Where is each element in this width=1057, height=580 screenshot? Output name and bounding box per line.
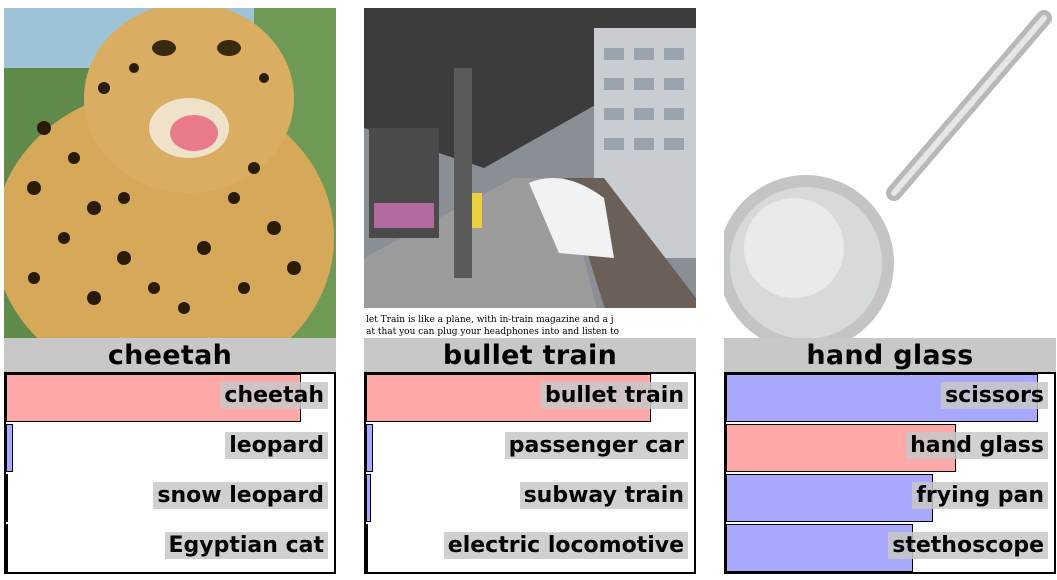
cheetah-photo [4,8,336,338]
prediction-label: subway train [519,482,688,509]
prediction-label: Egyptian cat [164,532,328,559]
prediction-label: passenger car [504,432,688,459]
photo-caption-line: at that you can plug your headphones int… [366,327,620,337]
bullet-train-photo: let Train is like a plane, with in-train… [364,8,696,338]
prediction-bars: cheetah leopard snow leopard Egyptian ca… [4,372,336,574]
prediction-label: cheetah [220,382,328,409]
prediction-bar [366,474,371,522]
prediction-row: electric locomotive [366,524,694,574]
prediction-row: snow leopard [6,474,334,524]
prediction-bars: bullet train passenger car subway train … [364,372,696,574]
prediction-label: frying pan [912,482,1048,509]
prediction-label: leopard [225,432,328,459]
prediction-row: subway train [366,474,694,524]
prediction-label: stethoscope [888,532,1048,559]
prediction-row: leopard [6,424,334,474]
true-label-title: hand glass [724,338,1056,372]
prediction-panel-bullet-train: let Train is like a plane, with in-train… [364,8,696,574]
prediction-bar [6,524,8,572]
prediction-row: cheetah [6,374,334,424]
prediction-bar [726,474,933,522]
prediction-row: frying pan [726,474,1054,524]
prediction-row: bullet train [366,374,694,424]
prediction-label: electric locomotive [443,532,688,559]
prediction-label: scissors [941,382,1048,409]
prediction-bar [6,474,8,522]
cheetah-photo-icon [4,8,336,338]
prediction-row: scissors [726,374,1054,424]
prediction-row: hand glass [726,424,1054,474]
prediction-bar [366,424,373,472]
prediction-label: hand glass [906,432,1048,459]
prediction-label: snow leopard [153,482,328,509]
prediction-bar [366,524,368,572]
prediction-label: bullet train [540,382,688,409]
magnifying-glass-photo-icon [724,8,1056,338]
magnifying-glass-photo [724,8,1056,338]
prediction-bars: scissors hand glass frying pan stethosco… [724,372,1056,574]
true-label-title: bullet train [364,338,696,372]
prediction-panel-cheetah: cheetah cheetah leopard snow leopard Egy… [4,8,336,574]
prediction-bar [726,524,913,572]
prediction-row: stethoscope [726,524,1054,574]
prediction-row: Egyptian cat [6,524,334,574]
prediction-panel-hand-glass: hand glass scissors hand glass frying pa… [724,8,1056,574]
prediction-row: passenger car [366,424,694,474]
photo-caption: let Train is like a plane, with in-train… [364,314,696,338]
true-label-title: cheetah [4,338,336,372]
bullet-train-photo-icon [364,8,696,338]
photo-caption-line: let Train is like a plane, with in-train… [366,315,614,325]
prediction-bar [6,424,13,472]
